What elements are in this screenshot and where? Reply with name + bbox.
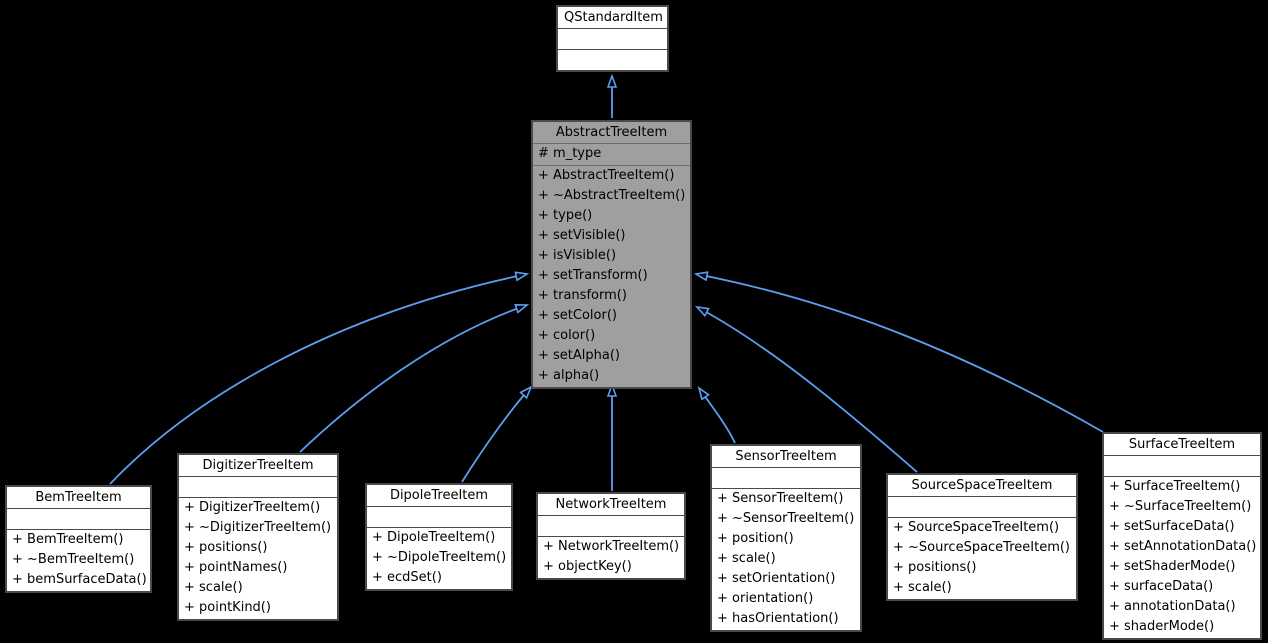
class-methods: + BemTreeItem() + ~BemTreeItem() + bemSurf… — [7, 529, 150, 591]
class-box-networktreeitem[interactable]: NetworkTreeItem + NetworkTreeItem() + obj… — [536, 492, 686, 580]
member-row: + orientation() — [717, 591, 814, 606]
member-row: + SensorTreeItem() — [717, 491, 844, 506]
class-attributes — [7, 508, 150, 529]
member-row: + color() — [538, 328, 596, 343]
member-row: + setColor() — [538, 308, 617, 323]
class-attributes — [179, 476, 337, 497]
member-row: + ~SensorTreeItem() — [717, 511, 855, 526]
class-title: SourceSpaceTreeItem — [911, 478, 1053, 493]
class-box-abstracttreeitem[interactable]: AbstractTreeItem # m_type + AbstractTree… — [531, 120, 692, 389]
class-title: BemTreeItem — [35, 490, 122, 505]
class-box-digitizertreeitem[interactable]: DigitizerTreeItem + DigitizerTreeItem()+… — [177, 453, 339, 621]
member-row: + SourceSpaceTreeItem() — [893, 520, 1060, 535]
member-row: + annotationData() — [1109, 599, 1236, 614]
member-row: + ~SurfaceTreeItem() — [1109, 499, 1252, 514]
member-row: + type() — [538, 208, 593, 223]
member-row: + objectKey() — [543, 559, 632, 574]
member-row: + DipoleTreeItem() — [372, 530, 496, 545]
member-row: + setAlpha() — [538, 348, 620, 363]
class-box-bemtreeitem[interactable]: BemTreeItem + BemTreeItem() + ~BemTreeIte… — [5, 485, 152, 593]
class-title: AbstractTreeItem — [555, 125, 668, 140]
member-row: + DigitizerTreeItem() — [184, 500, 321, 515]
member-row: + alpha() — [538, 368, 600, 383]
member-row: + pointKind() — [184, 600, 271, 615]
member-row: + isVisible() — [538, 248, 617, 263]
class-attributes — [1104, 455, 1260, 476]
class-attributes — [888, 496, 1076, 517]
edge-surfacetreeitem-abstracttreeitem — [696, 274, 1104, 433]
class-methods: + DigitizerTreeItem() + ~DigitizerTreeIte… — [179, 497, 337, 619]
member-row: + setShaderMode() — [1109, 559, 1236, 574]
class-box-qstandarditem[interactable]: QStandardItem — [556, 5, 669, 72]
member-row: + ~DipoleTreeItem() — [372, 550, 507, 565]
member-row: + setAnnotationData() — [1109, 539, 1257, 554]
class-methods — [558, 49, 667, 70]
class-methods: + SourceSpaceTreeItem() + ~SourceSpaceTre… — [888, 517, 1076, 599]
member-row: + setVisible() — [538, 228, 626, 243]
member-row: + ~DigitizerTreeItem() — [184, 520, 332, 535]
member-row: + positions() — [184, 540, 268, 555]
member-row: + ~BemTreeItem() — [12, 552, 135, 567]
member-row: + shaderMode() — [1109, 619, 1215, 634]
member-row: + pointNames() — [184, 560, 288, 575]
member-row: + SurfaceTreeItem() — [1109, 479, 1241, 494]
member-row: + BemTreeItem() — [12, 532, 124, 547]
edge-dipoletreeitem-abstracttreeitem — [461, 387, 531, 483]
class-title: NetworkTreeItem — [555, 497, 667, 512]
member-row: + NetworkTreeItem() — [543, 539, 680, 554]
class-title: DipoleTreeItem — [389, 488, 489, 503]
edge-digitizertreeitem-abstracttreeitem — [299, 305, 527, 453]
class-methods: + NetworkTreeItem() + objectKey() — [538, 536, 684, 578]
member-row: + ecdSet() — [372, 570, 442, 585]
member-row: + positions() — [893, 560, 977, 575]
class-methods: + SurfaceTreeItem() + ~SurfaceTreeItem() +… — [1104, 476, 1260, 638]
member-row: + hasOrientation() — [717, 611, 839, 626]
class-attributes — [558, 28, 667, 49]
class-methods: + DipoleTreeItem() + ~DipoleTreeItem() + e… — [367, 527, 511, 589]
member-row: + ~AbstractTreeItem() — [538, 188, 686, 203]
class-methods: + AbstractTreeItem() + ~AbstractTreeItem(… — [533, 165, 690, 387]
member-row: + bemSurfaceData() — [12, 572, 147, 587]
member-row: + scale() — [184, 580, 243, 595]
class-title: SensorTreeItem — [735, 449, 837, 464]
member-row: + scale() — [717, 551, 776, 566]
class-attributes — [367, 506, 511, 527]
class-box-dipoletreeitem[interactable]: DipoleTreeItem + DipoleTreeItem() + ~Dipo… — [365, 483, 513, 591]
edge-bemtreeitem-abstracttreeitem — [109, 274, 527, 485]
member-row: + ~SourceSpaceTreeItem() — [893, 540, 1071, 555]
class-attributes: # m_type — [533, 143, 690, 165]
class-box-sourcespacetreeitem[interactable]: SourceSpaceTreeItem + SourceSpaceTreeIte… — [886, 473, 1078, 601]
member-row: # m_type — [538, 146, 602, 161]
member-row: + setOrientation() — [717, 571, 836, 586]
member-row: + setSurfaceData() — [1109, 519, 1235, 534]
member-row: + surfaceData() — [1109, 579, 1214, 594]
class-title: DigitizerTreeItem — [202, 458, 314, 473]
class-title: SurfaceTreeItem — [1128, 437, 1236, 452]
member-row: + setTransform() — [538, 268, 648, 283]
edge-sourcespacetreeitem-abstracttreeitem — [697, 307, 918, 473]
class-box-surfacetreeitem[interactable]: SurfaceTreeItem + SurfaceTreeItem() + ~Su… — [1102, 432, 1262, 640]
member-row: + scale() — [893, 580, 952, 595]
member-row: + position() — [717, 531, 794, 546]
member-row: + AbstractTreeItem() — [538, 168, 675, 183]
class-attributes — [712, 467, 860, 488]
class-box-sensortreeitem[interactable]: SensorTreeItem + SensorTreeItem() + ~Sens… — [710, 444, 862, 632]
edge-sensortreeitem-abstracttreeitem — [699, 388, 736, 444]
member-row: + transform() — [538, 288, 627, 303]
class-title: QStandardItem — [564, 10, 663, 25]
class-attributes — [538, 515, 684, 536]
class-methods: + SensorTreeItem() + ~SensorTreeItem() + p… — [712, 488, 860, 630]
